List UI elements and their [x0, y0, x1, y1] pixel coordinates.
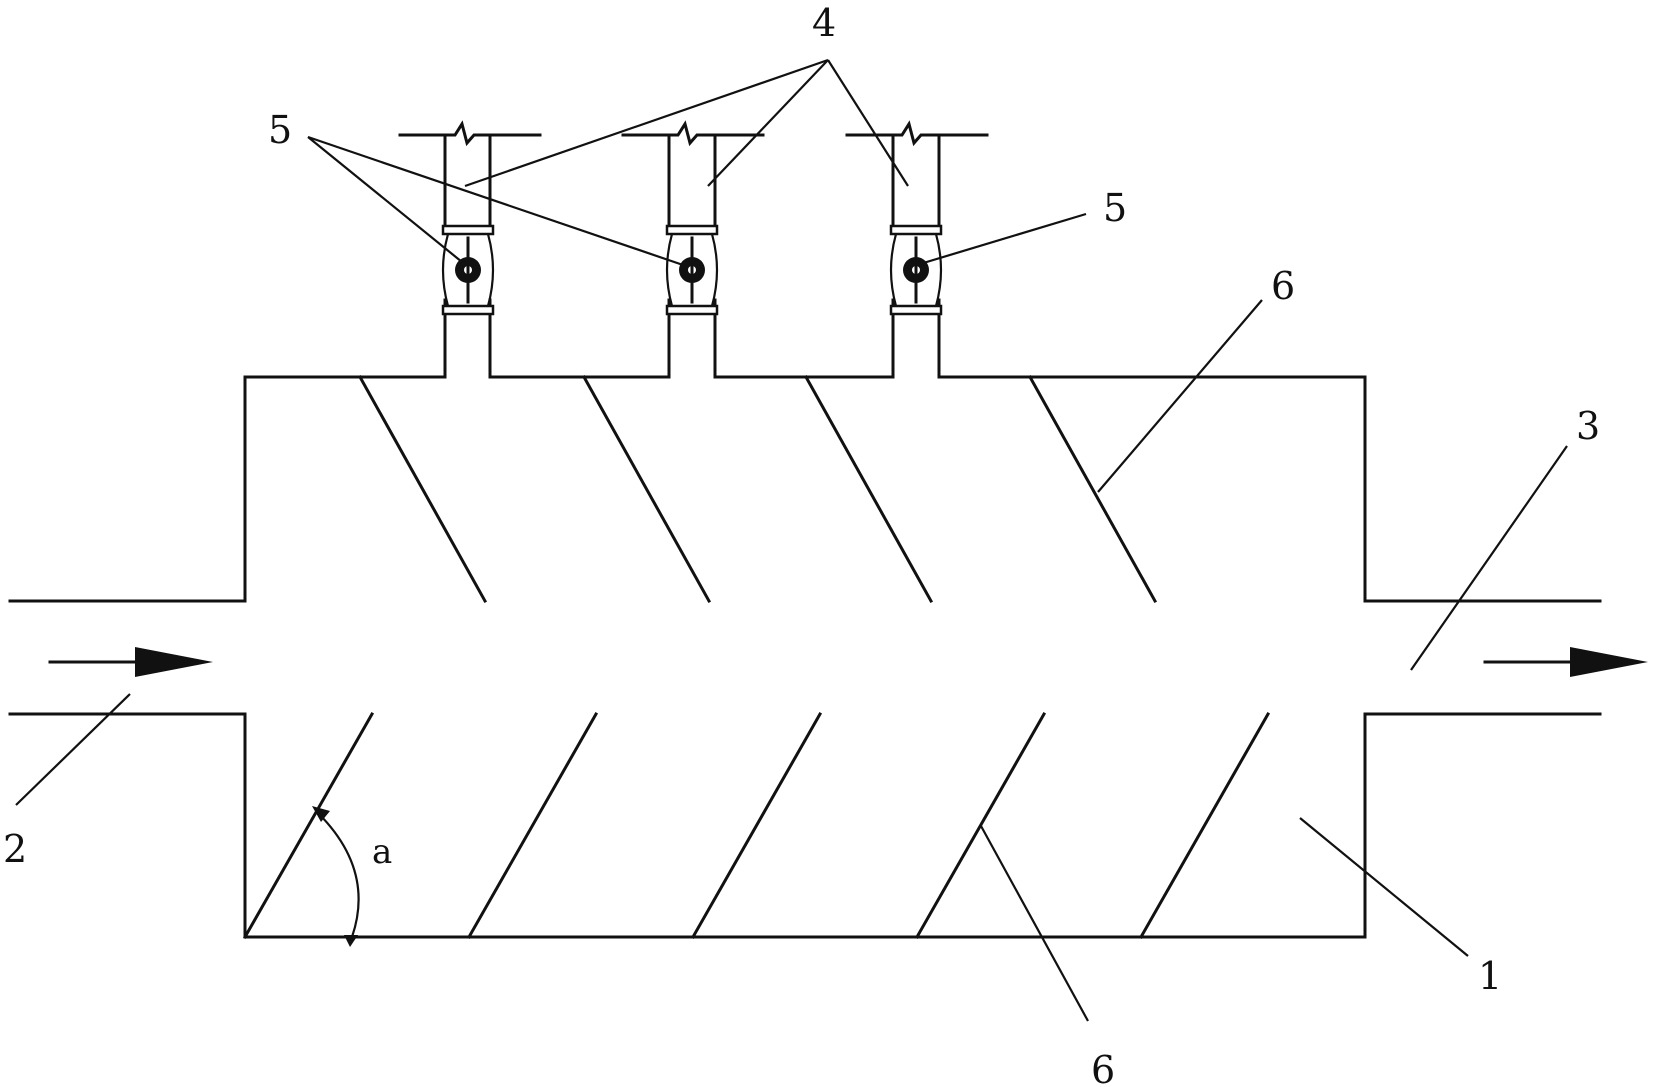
label-housing: 1 [1478, 954, 1502, 998]
inlet-flow-arrow [48, 647, 213, 677]
label-baffle-top: 6 [1271, 264, 1295, 308]
branch-pipe-3 [845, 120, 989, 379]
label-valve-right: 5 [1103, 186, 1127, 230]
inlet-pipe [8, 599, 247, 716]
label-branch-pipes: 4 [812, 1, 836, 45]
label-angle: a [372, 832, 392, 872]
branch-pipe-2 [621, 120, 765, 379]
top-baffles [357, 374, 1158, 604]
label-baffle-bottom: 6 [1091, 1048, 1115, 1087]
bottom-baffles [242, 711, 1271, 940]
valve-1 [441, 224, 495, 316]
label-outlet: 3 [1576, 404, 1600, 448]
branch-pipe-1 [398, 120, 542, 379]
label-inlet: 2 [3, 827, 27, 871]
housing-outline [243, 298, 1367, 939]
valve-2 [665, 224, 719, 316]
outlet-flow-arrow [1483, 647, 1648, 677]
angle-arc [312, 806, 360, 947]
valve-3 [889, 224, 943, 316]
label-valves-left: 5 [268, 108, 292, 152]
outlet-pipe [1365, 599, 1602, 716]
leader-lines [15, 58, 1568, 1022]
